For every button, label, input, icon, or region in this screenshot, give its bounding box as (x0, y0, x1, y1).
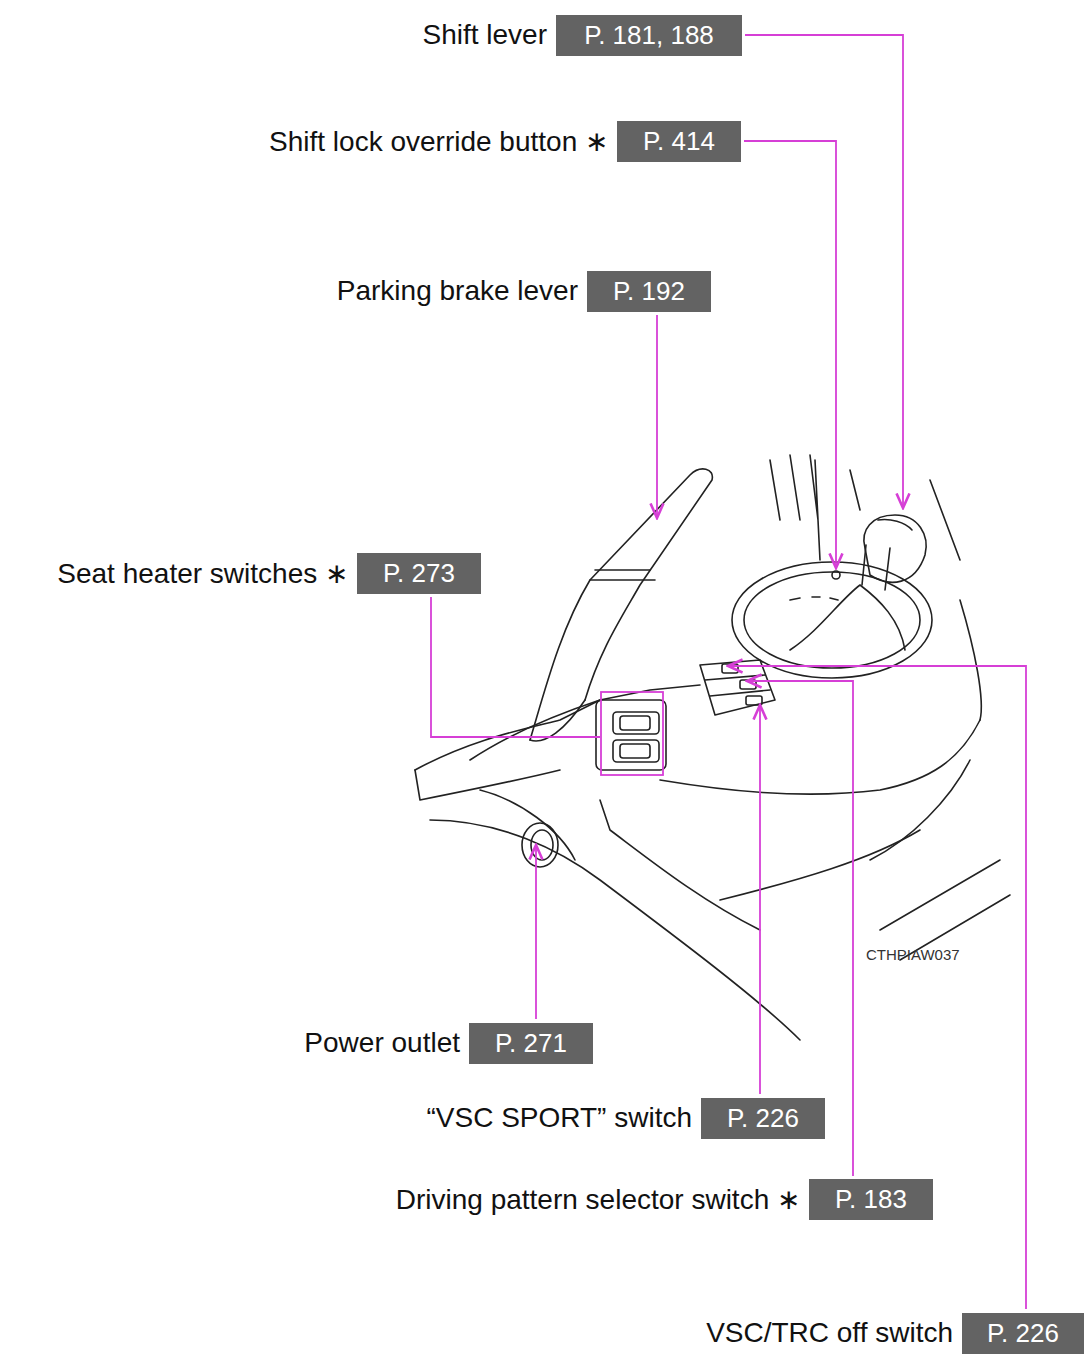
callout: Power outlet P. 271 (304, 1023, 593, 1064)
highlight-box (601, 692, 663, 775)
part-name: Seat heater switches ∗ (57, 557, 348, 590)
callout: Shift leverP. 181, 188 (423, 15, 743, 56)
part-name: Parking brake lever (337, 275, 578, 307)
part-name: Driving pattern selector switch ∗ (396, 1183, 800, 1216)
figure-code: CTHPIAW037 (866, 946, 960, 963)
part-name: VSC/TRC off switch (706, 1317, 953, 1349)
page-reference: P. 226 (962, 1313, 1084, 1354)
callout: Driving pattern selector switch ∗ P. 183 (396, 1179, 933, 1220)
part-name: Shift lever (423, 19, 548, 51)
leader-line (431, 597, 600, 737)
callout: Shift lock override button ∗ P. 414 (269, 121, 741, 162)
leader-line (759, 705, 761, 1094)
page-reference: P. 273 (357, 553, 481, 594)
leader-line (656, 315, 658, 518)
callout: “VSC SPORT” switch P. 226 (426, 1098, 825, 1139)
page-reference: P. 414 (617, 121, 741, 162)
page-reference: P. 192 (587, 271, 711, 312)
leader-line (745, 35, 903, 508)
callout: Parking brake lever P. 192 (337, 271, 711, 312)
callout: Seat heater switches ∗ P. 273 (57, 553, 481, 594)
part-name: “VSC SPORT” switch (426, 1102, 692, 1134)
page-reference: P. 181, 188 (556, 15, 742, 56)
page-reference: P. 271 (469, 1023, 593, 1064)
leader-line (535, 845, 537, 1019)
part-name: Shift lock override button ∗ (269, 125, 608, 158)
page-reference: P. 183 (809, 1179, 933, 1220)
callout: VSC/TRC off switch P. 226 (706, 1313, 1084, 1354)
part-name: Power outlet (304, 1027, 460, 1059)
leader-line (744, 141, 836, 568)
page-reference: P. 226 (701, 1098, 825, 1139)
